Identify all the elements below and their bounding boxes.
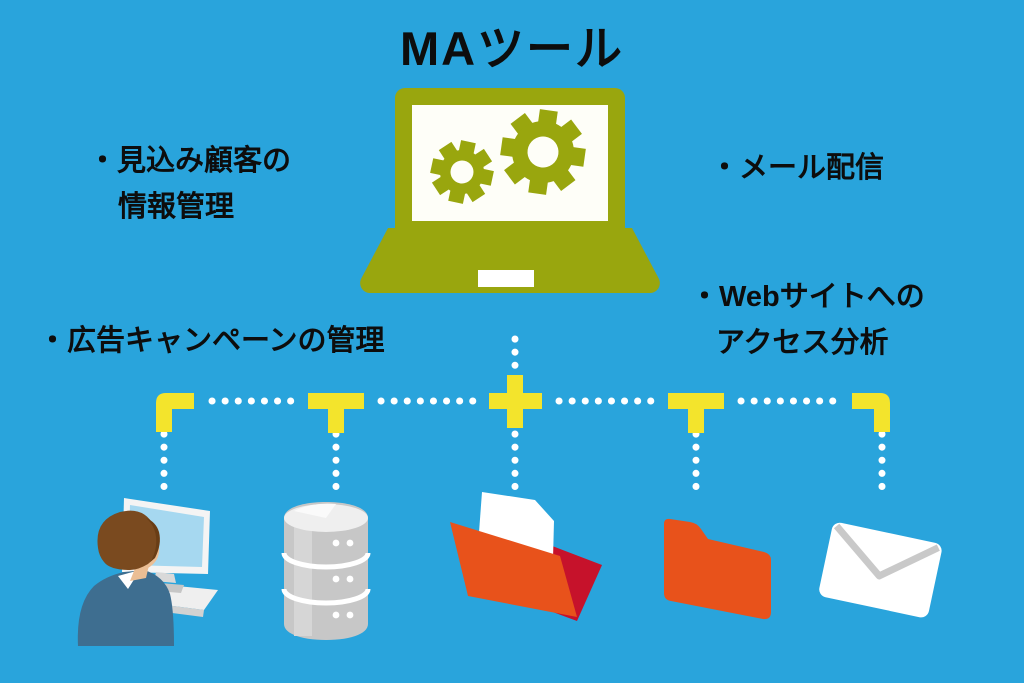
database-highlight — [294, 510, 312, 636]
envelope-body — [819, 522, 942, 618]
feature-lead-info-line2: 情報管理 — [118, 191, 235, 223]
connector-dots — [160, 335, 886, 494]
user-computer-icon — [77, 498, 218, 646]
person-hair-shade — [146, 518, 160, 564]
feature-web-access-line1: ・Webサイトへの — [690, 281, 925, 313]
database-top-highlight — [294, 503, 336, 518]
person-hair — [97, 510, 158, 570]
envelope-flap — [833, 523, 940, 580]
person-jacket — [77, 570, 174, 646]
connector-junctions — [156, 375, 890, 433]
database-gap1 — [281, 552, 371, 570]
laptop-gears-icon — [360, 88, 660, 294]
envelope-icon — [819, 522, 942, 618]
open-folder-front — [450, 522, 577, 617]
laptop-touchpad — [478, 270, 534, 287]
open-folder-document-icon — [450, 492, 602, 621]
corner-bracket-right-icon — [852, 393, 890, 432]
database-dots — [332, 539, 354, 619]
feature-ad-campaign: ・広告キャンペーンの管理 — [38, 325, 385, 357]
folder-shape — [664, 518, 771, 620]
database-icon — [281, 502, 371, 640]
corner-bracket-left-icon — [156, 393, 194, 432]
big-gear-icon — [500, 109, 586, 195]
feature-mail-delivery: ・メール配信 — [710, 152, 885, 184]
tee-junction-right-icon — [668, 393, 724, 433]
laptop-base — [360, 228, 660, 294]
feature-web-access-line2: アクセス分析 — [716, 327, 889, 359]
page-title: MAツール — [399, 22, 625, 75]
tee-junction-left-icon — [308, 393, 364, 433]
feature-lead-info: ・見込み顧客の情報管理 — [88, 138, 291, 230]
envelope-group — [819, 522, 942, 618]
folder-icon — [664, 518, 771, 620]
feature-lead-info-line1: ・見込み顧客の — [88, 145, 292, 177]
plus-junction-icon — [489, 375, 542, 428]
small-gear-icon — [430, 140, 494, 204]
feature-web-access: ・Webサイトへのアクセス分析 — [690, 274, 925, 366]
database-gap2 — [281, 588, 371, 606]
